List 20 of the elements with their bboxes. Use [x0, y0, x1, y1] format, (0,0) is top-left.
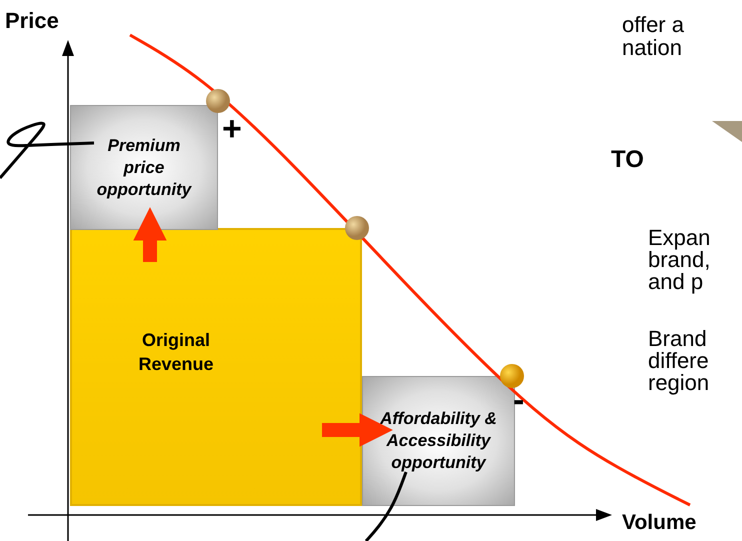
body-text: differe — [648, 350, 709, 372]
leader-line — [364, 471, 408, 541]
body-text: and p — [648, 271, 704, 293]
plus-sign: + — [222, 112, 242, 146]
box-label: Affordability & Accessibility opportunity — [379, 408, 498, 474]
body-text: region — [648, 372, 710, 394]
body-text: Brand — [648, 328, 707, 350]
body-text: Expan — [648, 227, 710, 249]
axis-label: Price — [5, 10, 59, 32]
heading: TO — [611, 148, 644, 172]
axis-label: Volume — [622, 512, 696, 533]
minus-sign: - — [513, 383, 524, 417]
block-arrow — [322, 413, 393, 447]
box-label: Original Revenue — [137, 329, 215, 376]
box-label: Premium price opportunity — [96, 134, 193, 200]
body-text: brand, — [648, 249, 710, 271]
body-text: nation — [622, 37, 682, 59]
block-arrow — [133, 207, 167, 262]
leader-line — [0, 122, 94, 179]
body-text: offer a — [622, 14, 684, 36]
